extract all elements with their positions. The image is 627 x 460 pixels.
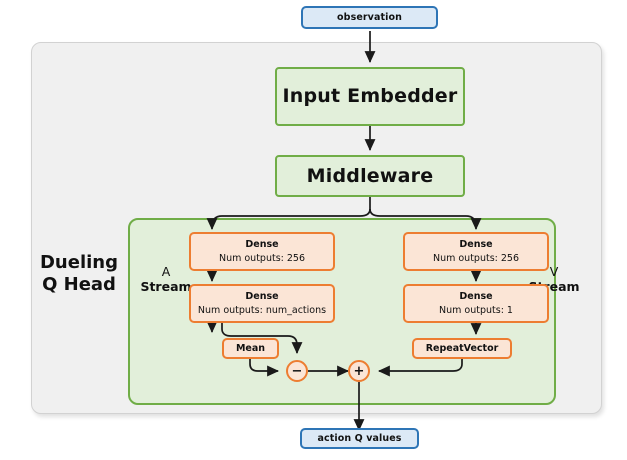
- v-dense-1-sub: Num outputs: 256: [432, 252, 520, 264]
- operator-subtract-icon[interactable]: −: [286, 360, 308, 382]
- mean-label: Mean: [235, 342, 266, 354]
- a-dense-2-sub: Num outputs: num_actions: [197, 304, 327, 316]
- middleware-label: Middleware: [306, 164, 434, 187]
- dueling-q-head-title-text: Dueling Q Head: [39, 252, 118, 295]
- v-dense-1-title: Dense: [459, 239, 493, 251]
- block-input-embedder[interactable]: Input Embedder: [275, 67, 465, 126]
- block-a-dense-1[interactable]: Dense Num outputs: 256: [189, 232, 335, 271]
- io-action-q-values-label: action Q values: [317, 432, 402, 444]
- io-observation[interactable]: observation: [301, 6, 438, 29]
- block-v-dense-2[interactable]: Dense Num outputs: 1: [403, 284, 549, 323]
- v-dense-2-title: Dense: [459, 291, 493, 303]
- dueling-q-head-title: Dueling Q Head: [33, 252, 125, 295]
- v-stream-line1: V: [549, 264, 559, 279]
- a-stream-line2: Stream: [140, 279, 192, 294]
- v-dense-2-sub: Num outputs: 1: [439, 304, 513, 316]
- label-a-stream: A Stream: [138, 264, 194, 294]
- repeat-vector-label: RepeatVector: [425, 342, 499, 354]
- operator-subtract-glyph: −: [291, 363, 303, 379]
- block-middleware[interactable]: Middleware: [275, 155, 465, 197]
- block-repeat-vector[interactable]: RepeatVector: [412, 338, 512, 359]
- a-stream-line1: A: [161, 264, 171, 279]
- input-embedder-label: Input Embedder: [282, 85, 458, 108]
- a-dense-2-title: Dense: [245, 291, 279, 303]
- a-dense-1-sub: Num outputs: 256: [218, 252, 306, 264]
- io-action-q-values[interactable]: action Q values: [300, 428, 419, 449]
- block-v-dense-1[interactable]: Dense Num outputs: 256: [403, 232, 549, 271]
- block-a-dense-2[interactable]: Dense Num outputs: num_actions: [189, 284, 335, 323]
- block-mean[interactable]: Mean: [222, 338, 279, 359]
- operator-add-icon[interactable]: +: [348, 360, 370, 382]
- a-dense-1-title: Dense: [245, 239, 279, 251]
- operator-add-glyph: +: [353, 363, 365, 379]
- io-observation-label: observation: [337, 11, 402, 23]
